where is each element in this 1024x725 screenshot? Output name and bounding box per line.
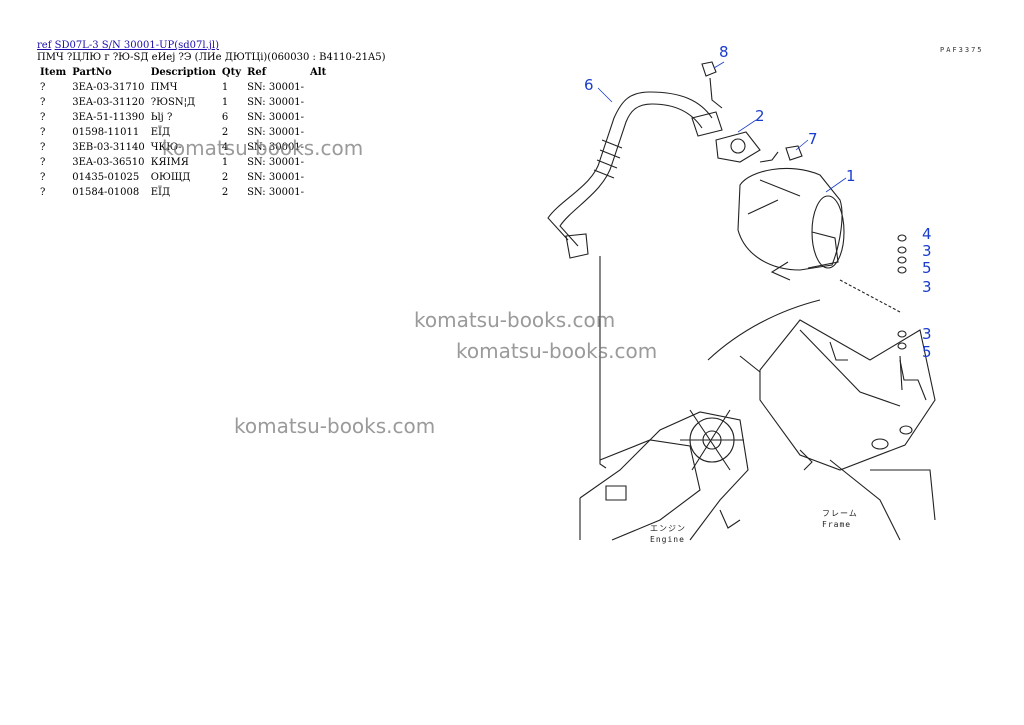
cell-partno: 01584-01008 — [72, 187, 140, 198]
cell-qty: 4 — [221, 142, 229, 153]
cell-item: ? — [40, 112, 46, 123]
table-row: ? 01584-01008 ЕЇД 2 SN: 30001- — [37, 185, 329, 200]
watermark-1: komatsu-books.com — [162, 136, 364, 160]
cell-qty: 2 — [221, 187, 229, 198]
cell-description: КЯIМЯ — [150, 157, 189, 168]
callout-1: 1 — [846, 167, 856, 185]
engine-drawing — [579, 409, 749, 541]
cell-partno: 01435-01025 — [72, 172, 140, 183]
engine-label: Engine — [650, 535, 685, 544]
table-row: ? 3EA-03-31120 ?ЮSN¦Д 1 SN: 30001- — [37, 95, 329, 110]
callout-3b: 3 — [922, 278, 932, 296]
bolt-drawing — [759, 145, 803, 163]
diagram-code: PAF3375 — [940, 46, 984, 54]
cell-partno: 01598-11011 — [72, 127, 140, 138]
cell-partno: 3EB-03-31140 — [72, 142, 145, 153]
table-row: ? 3EB-03-31140 ЧКЮ- 4 SN: 30001- — [37, 140, 329, 155]
page-title: ПМЧ ?ЦЛЮ г ?Ю-SД еИеj ?Э (ЛИе ДЮТЦi)(060… — [37, 52, 386, 63]
cell-partno: 3EA-03-31120 — [72, 97, 145, 108]
col-item: Item — [40, 67, 67, 78]
exhaust-pipe-drawing — [547, 91, 723, 259]
table-header-row: Item PartNo Description Qty Ref Alt — [37, 65, 329, 80]
col-ref: Ref — [247, 67, 267, 78]
breadcrumb: ref SD07L-3 S/N 30001-UP(sd07l.jl) — [37, 40, 219, 52]
cell-item: ? — [40, 142, 46, 153]
col-alt: Alt — [310, 67, 327, 78]
table-row: ? 01598-11011 ЕЇД 2 SN: 30001- — [37, 125, 329, 140]
frame-drawing — [707, 299, 936, 541]
cell-partno: 3EA-51-11390 — [72, 112, 145, 123]
callout-4: 4 — [922, 225, 932, 243]
callout-6: 6 — [584, 76, 594, 94]
nut-drawing — [701, 61, 723, 109]
model-link[interactable]: SD07L-3 S/N 30001-UP(sd07l.jl) — [54, 40, 219, 51]
watermark-3: komatsu-books.com — [456, 339, 658, 363]
callout-3c: 3 — [922, 325, 932, 343]
parts-table: Item PartNo Description Qty Ref Alt ? 3EA… — [37, 65, 329, 200]
cell-description: ОЮЩД — [150, 172, 191, 183]
col-partno: PartNo — [72, 67, 112, 78]
callout-5a: 5 — [922, 259, 932, 277]
frame-label-jp: フレーム — [822, 509, 858, 518]
cell-qty: 2 — [221, 172, 229, 183]
callout-5b: 5 — [922, 343, 932, 361]
cell-ref: SN: 30001- — [247, 187, 305, 198]
col-qty: Qty — [221, 67, 242, 78]
cell-qty: 2 — [221, 127, 229, 138]
cell-description: Ьlj ? — [150, 112, 173, 123]
cell-ref: SN: 30001- — [247, 97, 305, 108]
cell-description: ЕЇД — [150, 127, 171, 138]
gasket-drawing — [715, 131, 761, 163]
table-row: ? 01435-01025 ОЮЩД 2 SN: 30001- — [37, 170, 329, 185]
cell-qty: 1 — [221, 97, 229, 108]
cell-item: ? — [40, 187, 46, 198]
cell-ref: SN: 30001- — [247, 172, 305, 183]
ref-link[interactable]: ref — [37, 40, 52, 51]
cell-ref: SN: 30001- — [247, 127, 305, 138]
col-description: Description — [150, 67, 216, 78]
washer-stack — [839, 234, 907, 350]
cell-ref: SN: 30001- — [247, 157, 305, 168]
cell-ref: SN: 30001- — [247, 112, 305, 123]
cell-qty: 1 — [221, 157, 229, 168]
cell-item: ? — [40, 127, 46, 138]
cell-qty: 6 — [221, 112, 229, 123]
cell-item: ? — [40, 97, 46, 108]
callout-2: 2 — [755, 107, 765, 125]
cell-description: ПМЧ — [150, 82, 178, 93]
callout-7: 7 — [808, 130, 818, 148]
muffler-drawing — [737, 168, 845, 281]
table-row: ? 3EA-03-36510 КЯIМЯ 1 SN: 30001- — [37, 155, 329, 170]
engine-label-jp: エンジン — [650, 524, 686, 533]
cell-description: ЧКЮ- — [150, 142, 182, 153]
watermark-4: komatsu-books.com — [234, 414, 436, 438]
cell-partno: 3EA-03-31710 — [72, 82, 145, 93]
watermark-2: komatsu-books.com — [414, 308, 616, 332]
table-row: ? 3EA-03-31710 ПМЧ 1 SN: 30001- — [37, 80, 329, 95]
table-row: ? 3EA-51-11390 Ьlj ? 6 SN: 30001- — [37, 110, 329, 125]
callout-3a: 3 — [922, 242, 932, 260]
cell-qty: 1 — [221, 82, 229, 93]
cell-description: ЕЇД — [150, 187, 171, 198]
cell-item: ? — [40, 82, 46, 93]
cell-partno: 3EA-03-36510 — [72, 157, 145, 168]
callout-8: 8 — [719, 43, 729, 61]
cell-ref: SN: 30001- — [247, 142, 305, 153]
cell-ref: SN: 30001- — [247, 82, 305, 93]
cell-description: ?ЮSN¦Д — [150, 97, 196, 108]
cell-item: ? — [40, 157, 46, 168]
cell-item: ? — [40, 172, 46, 183]
frame-label: Frame — [822, 520, 851, 529]
